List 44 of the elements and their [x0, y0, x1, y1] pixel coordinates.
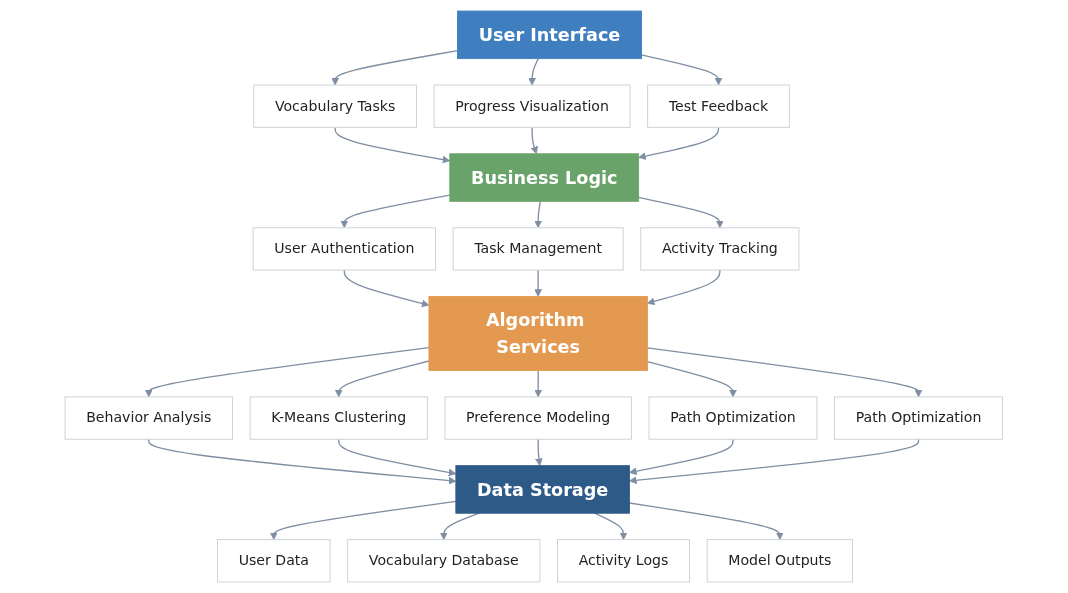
arrow [647, 269, 721, 306]
arrow [270, 500, 457, 540]
node-box: Model Outputs [706, 539, 854, 583]
arrow [340, 194, 451, 229]
node-box: Business Logic [449, 153, 640, 202]
node-box: Preference Modeling [444, 396, 633, 440]
arrow [638, 196, 724, 229]
arrow [641, 54, 723, 86]
arrow [338, 438, 457, 477]
node-box: Test Feedback [647, 84, 790, 128]
node-box: Activity Tracking [640, 227, 800, 271]
node-box: Activity Logs [557, 539, 691, 583]
arrow [334, 126, 451, 164]
arrow [148, 438, 457, 485]
arrow [629, 438, 734, 475]
arrow [534, 369, 543, 398]
node-box: Vocabulary Tasks [253, 84, 418, 128]
arrow [335, 360, 430, 398]
node-box: Path Optimization [648, 396, 818, 440]
arrow [647, 361, 738, 398]
arrow [594, 512, 628, 540]
node-box: Data Storage [455, 465, 631, 514]
arrow [629, 502, 784, 540]
node-box: User Interface [457, 10, 643, 60]
arrow [638, 126, 720, 160]
arrow [343, 269, 430, 308]
arrow [530, 126, 539, 155]
node-box: Task Management [452, 227, 624, 271]
node-box: User Data [217, 539, 331, 583]
arrow [629, 438, 920, 485]
node-box: Vocabulary Database [347, 539, 541, 583]
arrow [331, 50, 459, 86]
node-box: K-Means Clustering [249, 396, 428, 440]
node-box: User Authentication [252, 227, 437, 271]
arrow [534, 269, 543, 297]
node-box: Behavior Analysis [64, 396, 234, 440]
arrow [534, 200, 543, 229]
arrow [535, 438, 543, 466]
node-box: Progress Visualization [433, 84, 631, 128]
arrow [647, 347, 923, 398]
arrow [528, 57, 540, 86]
arrow [145, 346, 430, 398]
node-box: Algorithm Services [428, 296, 649, 371]
node-box: Path Optimization [834, 396, 1004, 440]
